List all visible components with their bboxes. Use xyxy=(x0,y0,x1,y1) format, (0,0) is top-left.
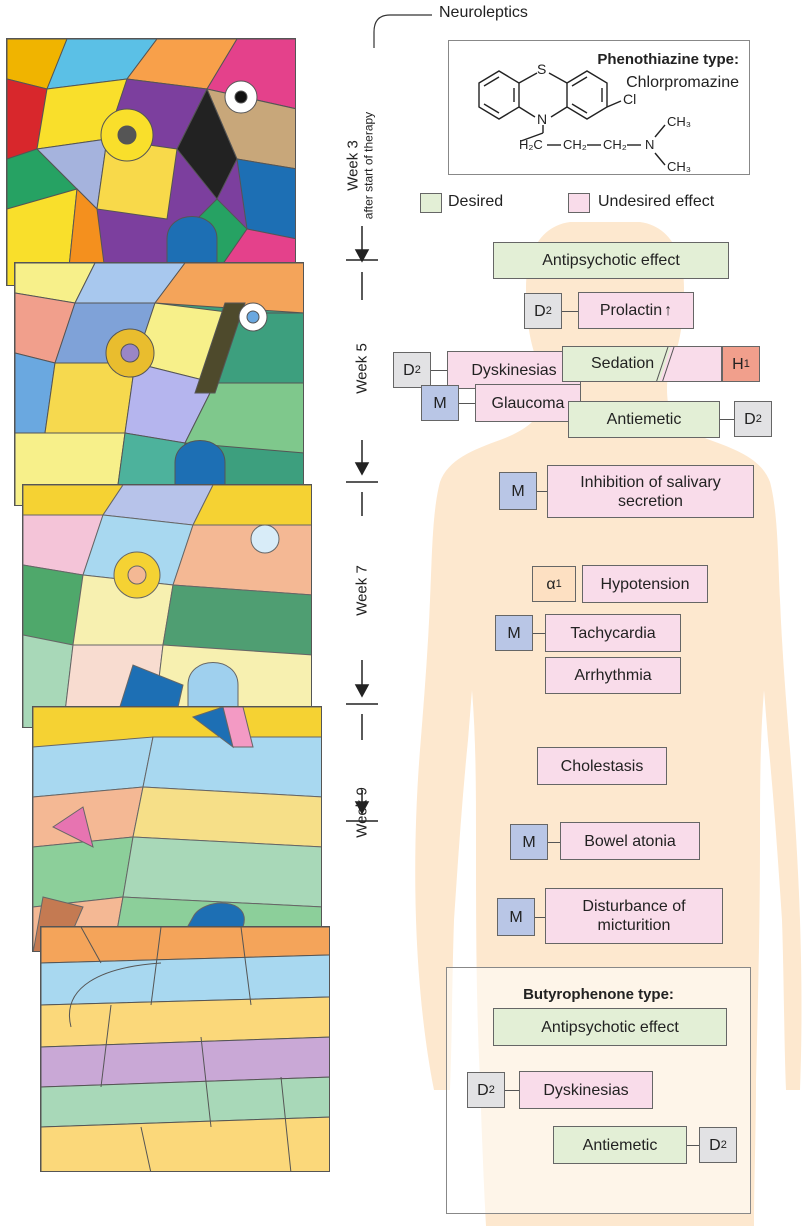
mosaic-week3-art xyxy=(7,39,295,285)
legend-undesired-swatch xyxy=(568,193,590,213)
methyl-group-2: CH₃ xyxy=(667,159,692,174)
ch2-group-1: CH₂ xyxy=(563,137,587,152)
sedation-label: Sedation xyxy=(591,355,655,372)
connector xyxy=(505,1090,519,1091)
tachycardia-box: Tachycardia xyxy=(545,614,681,652)
timeline-arrows-extra xyxy=(346,790,378,822)
week3-subtitle: after start of therapy xyxy=(361,111,376,220)
butyrophenone-antipsychotic-box: Antipsychotic effect xyxy=(493,1008,727,1046)
methyl-group-1: CH₃ xyxy=(667,114,692,129)
sulfur-atom: S xyxy=(537,61,547,77)
nitrogen-atom: N xyxy=(537,111,548,127)
connector xyxy=(537,491,547,492)
week7-label: Week 7 xyxy=(353,565,371,616)
prolactin-up-arrow: ↑ xyxy=(664,302,673,319)
butyrophenone-dyskinesias-box: Dyskinesias xyxy=(519,1071,653,1109)
salivary-secretion-box: Inhibition of salivary secretion xyxy=(547,465,754,518)
neuroleptics-label: Neuroleptics xyxy=(439,4,528,21)
legend-desired-label: Desired xyxy=(448,193,504,210)
butyrophenone-type-title: Butyrophenone type: xyxy=(523,986,674,1003)
connector xyxy=(687,1145,699,1146)
antiemetic-box: Antiemetic xyxy=(568,401,720,438)
antipsychotic-effect-box: Antipsychotic effect xyxy=(493,242,729,279)
m-receptor-tachycardia: M xyxy=(495,615,533,651)
timeline-axis-bottom xyxy=(340,860,380,920)
connector xyxy=(459,403,475,404)
chlorpromazine-structure xyxy=(478,70,666,166)
week3-label: Week 3 after start of therapy xyxy=(345,106,376,226)
prolactin-label: Prolactin xyxy=(599,302,663,319)
week5-label: Week 5 xyxy=(353,343,371,394)
ch2-group-2: CH₂ xyxy=(603,137,627,152)
timeline-axis-lower xyxy=(354,226,370,263)
sedation-split-fill xyxy=(563,347,721,381)
m-receptor-bowel: M xyxy=(510,824,548,860)
phenothiazine-type-title: Phenothiazine type: xyxy=(597,51,739,68)
timeline-axis xyxy=(346,250,378,740)
m-receptor-salivary: M xyxy=(499,472,537,510)
butyrophenone-antiemetic-box: Antiemetic xyxy=(553,1126,687,1164)
drawing-final xyxy=(40,926,330,1172)
d2-letter: D xyxy=(477,1081,489,1099)
cholestasis-box: Cholestasis xyxy=(537,747,667,785)
week3-title: Week 3 xyxy=(344,140,362,191)
connector xyxy=(533,633,545,634)
connector xyxy=(720,419,734,420)
neuroleptics-bracket-line xyxy=(373,14,432,48)
arrhythmia-box: Arrhythmia xyxy=(545,657,681,694)
chlorpromazine-name: Chlorpromazine xyxy=(626,74,739,91)
connector xyxy=(548,842,560,843)
amine-nitrogen: N xyxy=(645,137,655,152)
mosaic-week9-art xyxy=(33,707,321,951)
prolactin-box: Prolactin↑ xyxy=(578,292,694,329)
bowel-atonia-box: Bowel atonia xyxy=(560,822,700,860)
d2-letter: D xyxy=(403,361,415,379)
drawing-week9 xyxy=(32,706,322,952)
m-receptor-glaucoma: M xyxy=(421,385,459,421)
butyrophenone-box: Butyrophenone type: Antipsychotic effect… xyxy=(446,967,751,1214)
mosaic-final-art xyxy=(41,927,329,1171)
phenothiazine-structure-box: Phenothiazine type: Chlorpromazine xyxy=(448,40,750,175)
legend-desired-swatch xyxy=(420,193,442,213)
connector xyxy=(535,917,545,918)
drawing-week7 xyxy=(22,484,312,728)
d2-letter: D xyxy=(744,410,756,428)
mosaic-week7-art xyxy=(23,485,311,727)
chlorine-atom: Cl xyxy=(623,91,637,107)
sedation-box: Sedation xyxy=(562,346,722,382)
week9-label: Week 9 xyxy=(353,787,371,838)
legend-undesired-label: Undesired effect xyxy=(598,193,715,210)
d2-letter: D xyxy=(534,302,546,320)
drawing-week3 xyxy=(6,38,296,286)
hypotension-box: Hypotension xyxy=(582,565,708,603)
alpha1-letter: α xyxy=(546,575,556,593)
m-receptor-micturition: M xyxy=(497,898,535,936)
drawing-week5 xyxy=(14,262,304,506)
mosaic-week5-art xyxy=(15,263,303,505)
h1-letter: H xyxy=(732,355,744,373)
micturition-box: Disturbance of micturition xyxy=(545,888,723,944)
connector xyxy=(562,311,578,312)
d2-letter: D xyxy=(709,1136,721,1154)
glaucoma-box: Glaucoma xyxy=(475,384,581,422)
h2c-group: H₂C xyxy=(519,137,543,152)
connector xyxy=(431,370,447,371)
